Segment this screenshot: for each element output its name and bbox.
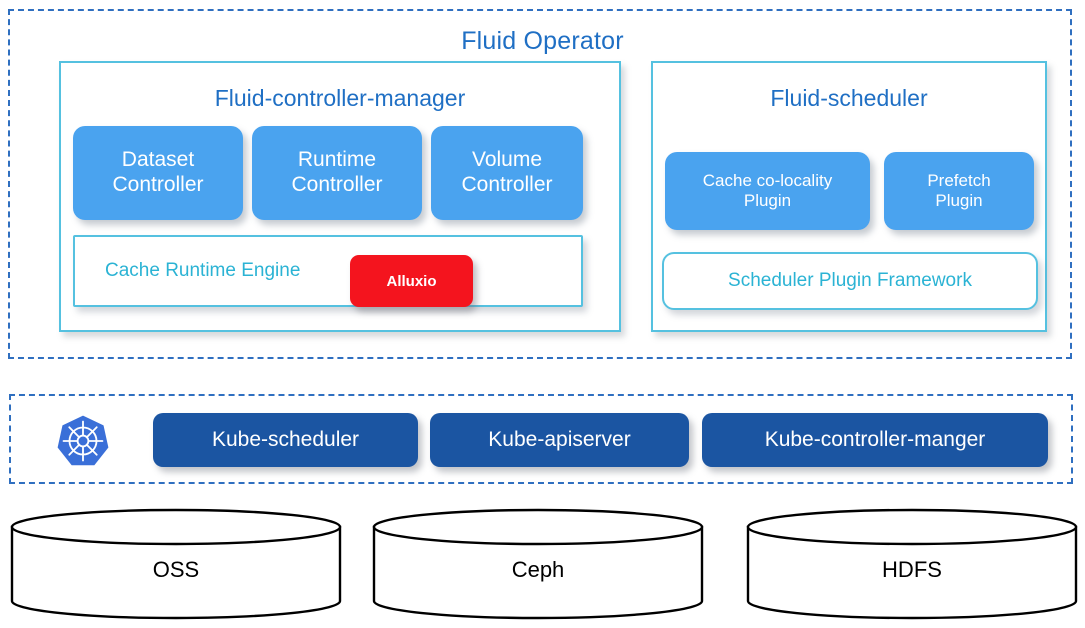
scheduler-plugin-framework-label: Scheduler Plugin Framework xyxy=(728,270,972,291)
ceph-storage-cylinder: Ceph xyxy=(371,508,705,620)
kube-scheduler-label: Kube-scheduler xyxy=(211,428,360,451)
ceph-label: Ceph xyxy=(511,557,565,582)
cache-runtime-engine-box: Cache Runtime Engine xyxy=(73,235,583,307)
kube-apiserver-box[interactable]: Kube-apiserver xyxy=(430,413,689,467)
oss-label: OSS xyxy=(152,557,200,582)
cache-runtime-engine-label: Cache Runtime Engine xyxy=(105,260,301,281)
kubernetes-logo-icon xyxy=(56,414,110,468)
fluid-operator-title: Fluid Operator xyxy=(461,27,624,55)
fluid-controller-manager-title: Fluid-controller-manager xyxy=(214,85,466,111)
kube-scheduler-box[interactable]: Kube-scheduler xyxy=(153,413,418,467)
kube-controller-manager-label: Kube-controller-manger xyxy=(764,428,986,451)
kube-apiserver-label: Kube-apiserver xyxy=(488,428,631,451)
oss-storage-cylinder: OSS xyxy=(9,508,343,620)
scheduler-plugin-framework-box: Scheduler Plugin Framework xyxy=(662,252,1038,310)
fluid-scheduler-title: Fluid-scheduler xyxy=(770,85,928,111)
hdfs-label: HDFS xyxy=(882,557,942,582)
hdfs-storage-cylinder: HDFS xyxy=(745,508,1079,620)
alluxio-badge[interactable]: Alluxio xyxy=(350,255,473,307)
kube-controller-manager-box[interactable]: Kube-controller-manger xyxy=(702,413,1048,467)
alluxio-label: Alluxio xyxy=(386,272,437,290)
